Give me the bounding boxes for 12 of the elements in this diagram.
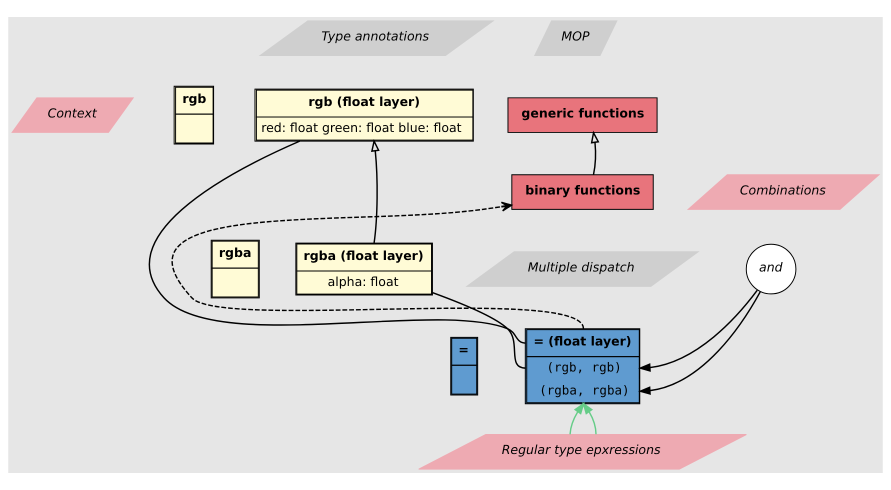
connector [149,140,526,344]
connector [432,292,526,369]
arrow [172,202,584,330]
node-box: binary functions [511,174,654,210]
arrow [569,402,585,434]
arrow [582,402,597,434]
node-circle: and [746,244,796,294]
arrow [370,139,380,244]
arrow [590,130,600,175]
arrow [638,291,761,395]
node-box: generic functions [508,97,658,133]
arrow [638,290,758,372]
